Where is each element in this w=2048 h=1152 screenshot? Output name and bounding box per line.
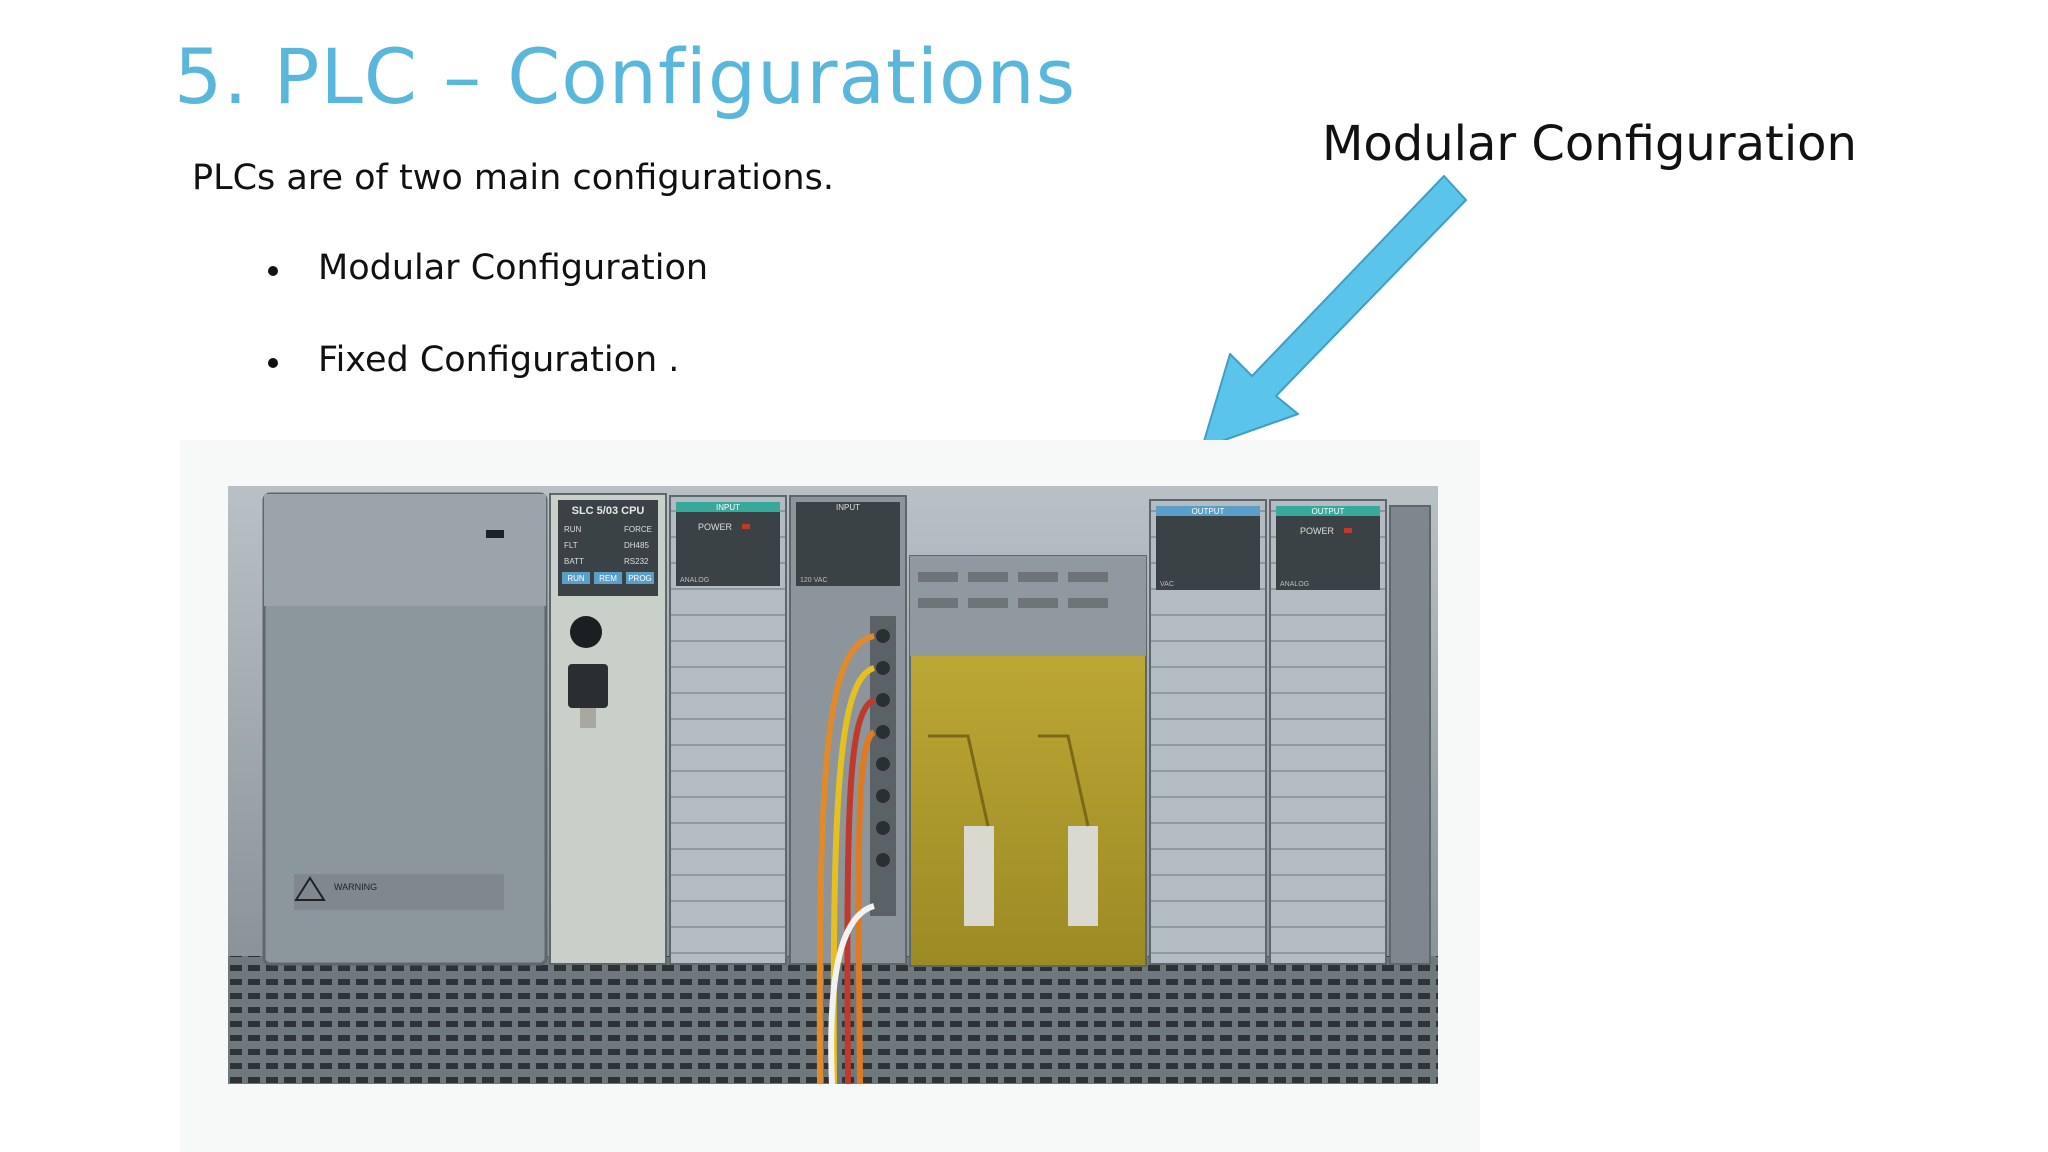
bullet-dot-icon [268,266,278,276]
output-module-2-power: POWER [1300,526,1335,536]
cpu-led-rs232: RS232 [624,557,649,566]
plc-rack-photo: WARNING SLC 5/03 CPU RUN FLT BATT FORCE … [228,486,1438,1084]
input-module-2-label: INPUT [836,503,860,512]
intro-text: PLCs are of two main configurations. [192,158,834,198]
cpu-led-batt: BATT [564,557,584,566]
output-module-1-type: VAC [1160,581,1174,588]
input-module-2-type: 120 VAC [800,577,828,584]
cpu-model-label: SLC 5/03 CPU [572,505,645,517]
key-switch-icon [570,616,602,648]
cpu-led-flt: FLT [564,541,578,550]
input-module-1-power: POWER [698,522,733,532]
arrow-icon [1201,175,1467,449]
cpu-mode-run: RUN [567,574,585,583]
bullet-item-fixed: Fixed Configuration . [268,340,708,432]
cpu-mode-prog: PROG [628,574,652,583]
input-module-1-type: ANALOG [680,577,709,584]
cpu-led-dh485: DH485 [624,541,649,550]
bullet-label: Modular Configuration [318,248,709,288]
bullet-label: Fixed Configuration . [318,340,680,380]
bullet-dot-icon [268,358,278,368]
bullet-list: Modular Configuration Fixed Configuratio… [268,248,708,432]
output-module-2-type: ANALOG [1280,581,1309,588]
cpu-led-force: FORCE [624,525,652,534]
plc-rack-illustration: WARNING SLC 5/03 CPU RUN FLT BATT FORCE … [228,486,1438,1084]
warning-label: WARNING [334,882,377,892]
cpu-led-run: RUN [564,525,582,534]
bullet-item-modular: Modular Configuration [268,248,708,340]
slide-title: 5. PLC – Configurations [174,32,1077,121]
callout-label: Modular Configuration [1322,116,1857,172]
cpu-mode-rem: REM [599,574,617,583]
output-module-2-label: OUTPUT [1312,507,1345,516]
output-module-1-label: OUTPUT [1192,507,1225,516]
input-module-1-label: INPUT [716,503,740,512]
